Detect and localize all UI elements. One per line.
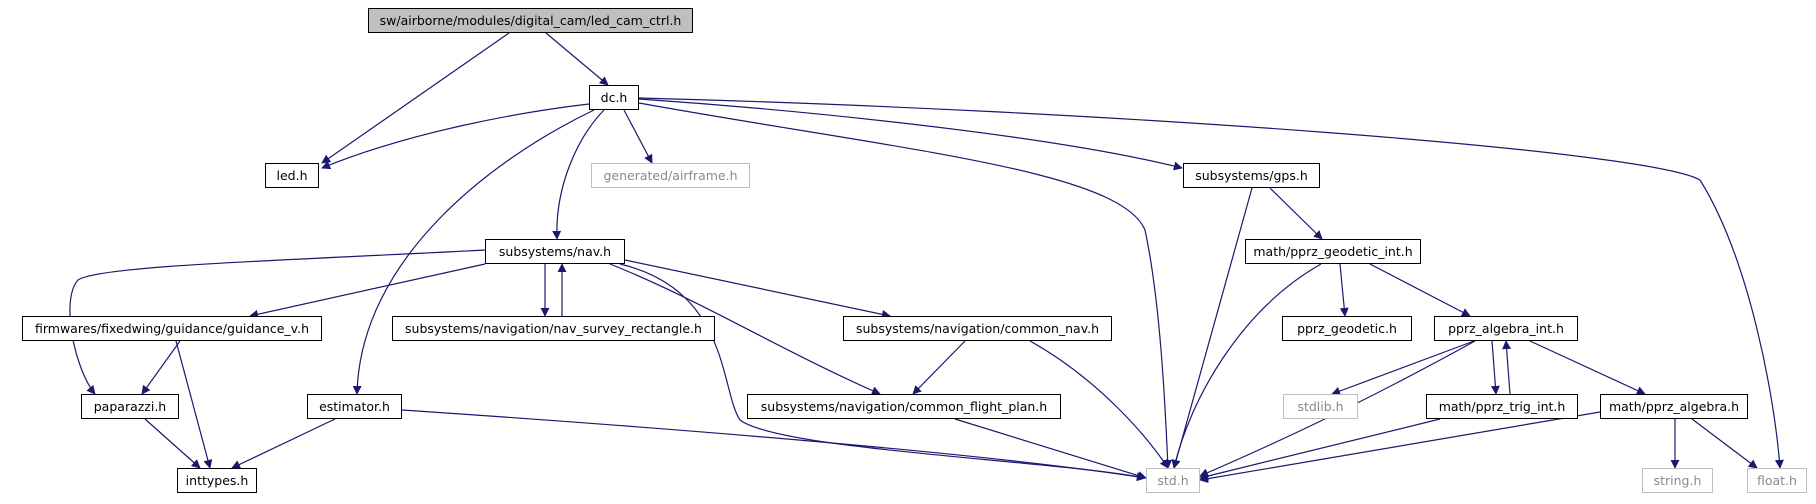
edge-root-to-led: [321, 32, 510, 164]
edge-common-nav-to-flight-plan: [912, 340, 966, 395]
edge-dc-to-nav: [552, 109, 605, 240]
edge-geodetic-to-algebra-int: [1369, 263, 1471, 317]
edge-common-nav-to-std: [1029, 340, 1169, 469]
edge-root-to-dc: [545, 32, 609, 86]
edge-trig-to-std: [1199, 418, 1441, 481]
edge-dc-to-led: [321, 103, 590, 170]
edge-algebra-to-float: [1691, 418, 1758, 469]
edge-guidance-to-paparazzi: [141, 340, 181, 395]
edge-dc-to-float: [638, 97, 1784, 469]
edge-dc-to-airframe: [623, 109, 653, 164]
node-generated-airframe-h: generated/airframe.h: [591, 163, 750, 188]
edge-guidance-to-inttypes: [175, 340, 213, 469]
edge-algebra-int-to-trig: [1490, 340, 1500, 395]
node-estimator-h[interactable]: estimator.h: [307, 394, 402, 419]
node-guidance-v-h[interactable]: firmwares/fixedwing/guidance/guidance_v.…: [22, 316, 322, 341]
edge-estimator-to-inttypes: [231, 418, 336, 469]
edge-algebra-int-to-algebra: [1529, 340, 1646, 395]
edge-dc-to-estimator: [352, 109, 595, 395]
node-paparazzi-h[interactable]: paparazzi.h: [81, 394, 179, 419]
node-float-h: float.h: [1747, 468, 1807, 493]
edge-nav-to-flight-plan: [609, 263, 881, 395]
edge-nav-to-guidance: [249, 263, 486, 319]
edge-algebra-int-to-stdlib: [1331, 340, 1475, 396]
edge-gps-to-geodetic: [1269, 187, 1323, 240]
edge-geodetic-to-std: [1171, 263, 1322, 469]
edge-gps-to-std: [1171, 187, 1253, 469]
edge-estimator-to-std: [401, 409, 1146, 482]
edge-dc-to-std: [638, 102, 1173, 469]
edge-paparazzi-to-inttypes: [144, 418, 201, 469]
edge-algebra-to-std: [1199, 411, 1601, 484]
node-std-h: std.h: [1146, 468, 1200, 493]
node-common-nav-h[interactable]: subsystems/navigation/common_nav.h: [843, 316, 1112, 341]
node-math-pprz-algebra-h[interactable]: math/pprz_algebra.h: [1600, 394, 1748, 419]
node-led-h[interactable]: led.h: [265, 163, 319, 188]
node-nav-survey-rectangle-h[interactable]: subsystems/navigation/nav_survey_rectang…: [392, 316, 715, 341]
edge-trig-to-algebra-int: [1502, 340, 1512, 395]
node-common-flight-plan-h[interactable]: subsystems/navigation/common_flight_plan…: [747, 394, 1061, 419]
edge-algebra-int-to-std: [1199, 340, 1476, 477]
edge-nav-to-std: [619, 263, 1146, 481]
node-inttypes-h[interactable]: inttypes.h: [177, 468, 257, 493]
node-string-h: string.h: [1642, 468, 1713, 493]
node-subsystems-nav-h[interactable]: subsystems/nav.h: [485, 239, 625, 264]
node-subsystems-gps-h[interactable]: subsystems/gps.h: [1183, 163, 1320, 188]
edge-nav-to-common-nav: [624, 259, 891, 319]
node-stdlib-h: stdlib.h: [1283, 394, 1358, 419]
node-math-pprz-trig-int-h[interactable]: math/pprz_trig_int.h: [1426, 394, 1578, 419]
node-pprz-geodetic-h[interactable]: pprz_geodetic.h: [1282, 316, 1412, 341]
node-led-cam-ctrl-h: sw/airborne/modules/digital_cam/led_cam_…: [368, 8, 693, 33]
edge-flight-plan-to-std: [954, 418, 1147, 480]
edge-nav-to-paparazzi: [69, 249, 486, 395]
edge-geodetic-to-pprz-geodetic: [1339, 263, 1349, 317]
node-pprz-algebra-int-h[interactable]: pprz_algebra_int.h: [1434, 316, 1578, 341]
node-dc-h[interactable]: dc.h: [589, 85, 639, 110]
node-math-pprz-geodetic-int-h[interactable]: math/pprz_geodetic_int.h: [1245, 239, 1421, 264]
edge-dc-to-gps: [638, 98, 1183, 171]
